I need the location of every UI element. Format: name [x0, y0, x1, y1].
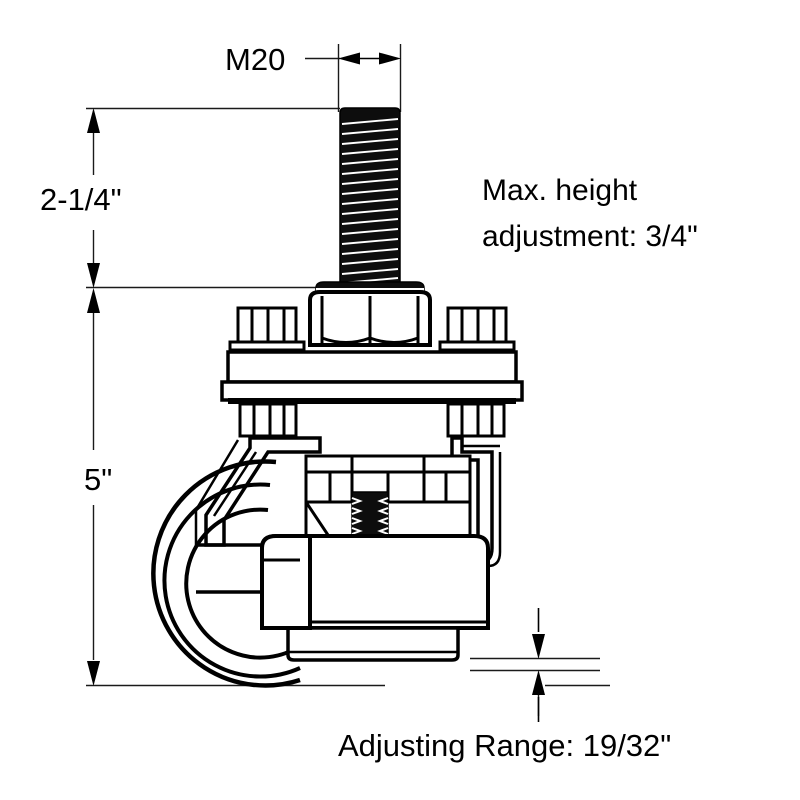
note-max-height-line2: adjustment: 3/4"	[482, 220, 698, 253]
arrowhead-stem-bottom	[87, 263, 100, 288]
mounting-plate	[220, 350, 524, 402]
arrowhead-adjusting-lower	[532, 670, 545, 695]
hex-nut	[308, 290, 432, 347]
leveling-foot-base	[286, 626, 460, 662]
thread-hatching	[341, 118, 399, 284]
bolt-left-bottom-nut	[238, 402, 298, 438]
wheel	[151, 459, 302, 688]
dimension-stem-height	[87, 108, 100, 288]
mounting-plate-bottom-edge	[228, 398, 516, 404]
threaded-stem	[339, 107, 401, 284]
dimension-m20	[338, 52, 401, 65]
arrowhead-overall-bottom	[87, 661, 100, 686]
bolt-right-bottom-nut	[446, 402, 506, 438]
arrowhead-m20-right	[379, 52, 401, 65]
label-overall-height: 5"	[84, 462, 112, 497]
note-max-height-line1: Max. height	[482, 174, 638, 207]
arrowhead-stem-top	[87, 108, 100, 133]
bolt-right-top	[438, 306, 516, 352]
bolt-left-top	[228, 306, 306, 352]
arrowhead-m20-left	[338, 52, 360, 65]
adjusting-screw-threads	[351, 497, 389, 535]
arrowhead-overall-top	[87, 288, 100, 313]
label-m20: M20	[225, 42, 285, 77]
label-adjusting-range: Adjusting Range: 19/32"	[338, 728, 671, 763]
label-stem-height: 2-1/4"	[40, 182, 122, 217]
foot-left-shoulder	[260, 534, 312, 630]
yoke-bracket-right-outer	[462, 444, 502, 568]
adjusting-screw	[351, 491, 389, 539]
dimension-adjusting-range	[532, 608, 545, 722]
dimension-overall-height	[87, 288, 100, 686]
arrowhead-adjusting-upper	[532, 634, 545, 659]
